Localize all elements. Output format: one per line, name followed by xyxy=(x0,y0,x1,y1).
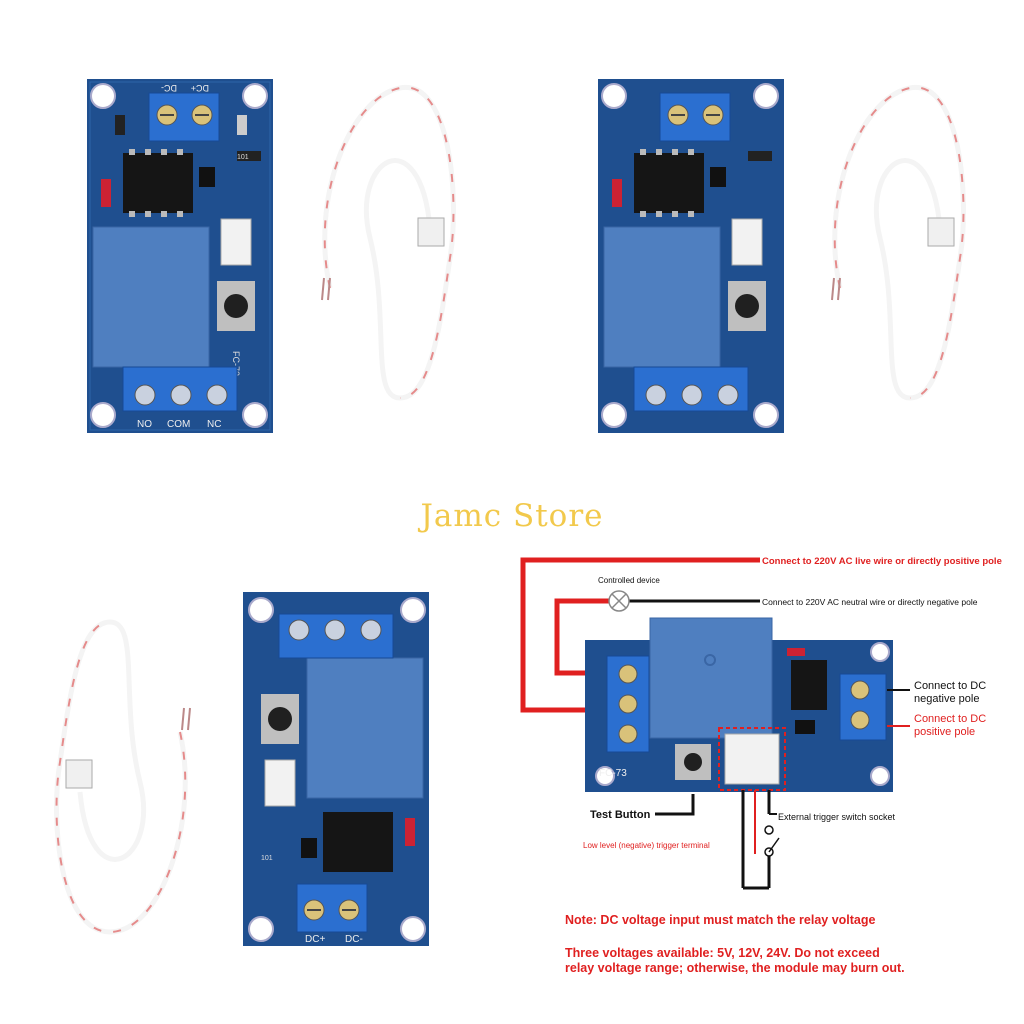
relay-module-photo-1: DC- DC+ 101 FC-73 NO COM NC xyxy=(87,79,273,433)
relay-module-photo-3: DC+ DC- 101 xyxy=(243,592,429,946)
svg-text:DC-: DC- xyxy=(161,83,177,93)
output-label-no: NO xyxy=(137,419,152,430)
svg-text:DC+: DC+ xyxy=(191,83,209,93)
note-voltage-match: Note: DC voltage input must match the re… xyxy=(565,913,876,927)
callout-dc-positive: Connect to DC positive pole xyxy=(914,713,987,738)
callout-low-level-trigger: Low level (negative) trigger terminal xyxy=(583,841,710,850)
input-label-dc-minus: DC- xyxy=(345,934,363,945)
connector-cable-photo-1 xyxy=(310,78,470,408)
store-name-watermark: Jamc Store xyxy=(420,498,604,534)
relay-module-photo-2 xyxy=(598,79,784,433)
callout-neutral-wire: Connect to 220V AC neutral wire or direc… xyxy=(762,597,978,607)
svg-text:101: 101 xyxy=(237,154,249,161)
callout-dc-negative: Connect to DC negative pole xyxy=(914,680,987,705)
note-three-voltages: Three voltages available: 5V, 12V, 24V. … xyxy=(565,946,905,975)
callout-test-button: Test Button xyxy=(590,809,651,821)
wiring-diagram: FC-73 xyxy=(515,548,1024,988)
callout-external-trigger-socket: External trigger switch socket xyxy=(778,812,896,822)
output-label-com: COM xyxy=(167,419,190,430)
resistor-code: 101 xyxy=(261,855,273,862)
connector-cable-photo-3 xyxy=(40,612,200,942)
connector-cable-photo-2 xyxy=(820,78,980,408)
callout-live-wire: Connect to 220V AC live wire or directly… xyxy=(762,556,1002,567)
input-label-dc-plus: DC+ xyxy=(305,934,325,945)
callout-controlled-device: Controlled device xyxy=(598,576,660,585)
output-label-nc: NC xyxy=(207,419,221,430)
svg-text:FC-73: FC-73 xyxy=(231,351,241,376)
board-model-label: FC-73 xyxy=(599,768,627,779)
